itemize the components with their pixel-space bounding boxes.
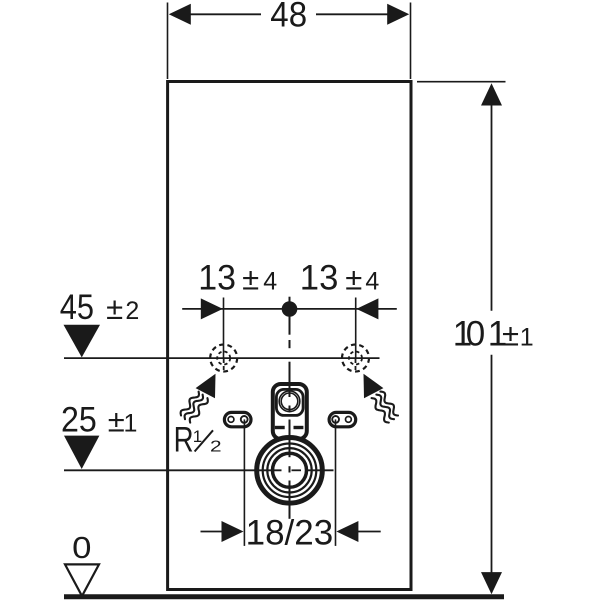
svg-text:±: ±: [106, 291, 123, 326]
svg-text:±: ±: [242, 262, 259, 297]
svg-text:18/23: 18/23: [246, 513, 334, 552]
svg-text:1: 1: [124, 410, 138, 438]
svg-text:4: 4: [263, 268, 277, 296]
svg-text:25: 25: [61, 401, 97, 440]
svg-text:13: 13: [198, 259, 236, 298]
svg-text:0: 0: [72, 530, 91, 565]
svg-text:2: 2: [210, 437, 222, 455]
svg-text:2: 2: [125, 297, 139, 325]
svg-text:1: 1: [193, 427, 202, 446]
svg-text:±: ±: [502, 317, 519, 352]
svg-text:±: ±: [108, 404, 125, 439]
svg-text:101: 101: [453, 314, 507, 353]
svg-text:4: 4: [365, 268, 379, 296]
svg-text:R: R: [174, 419, 194, 459]
svg-text:13: 13: [300, 258, 339, 297]
svg-text:45: 45: [60, 287, 94, 326]
svg-text:1: 1: [520, 323, 534, 351]
svg-text:±: ±: [345, 262, 362, 297]
svg-text:48: 48: [270, 0, 307, 35]
